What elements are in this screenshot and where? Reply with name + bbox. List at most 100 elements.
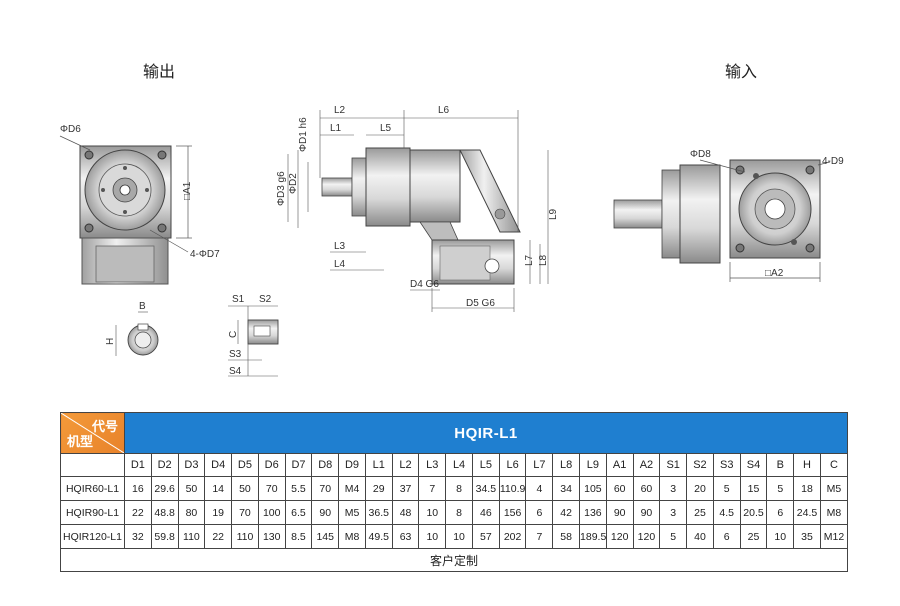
table-cell: 6 bbox=[525, 500, 554, 525]
output-front-view bbox=[59, 135, 192, 285]
model-name-cell: HQIR120-L1 bbox=[60, 524, 125, 549]
output-heading: 输出 bbox=[143, 62, 176, 81]
column-header-l1: L1 bbox=[364, 453, 393, 477]
table-cell: 36.5 bbox=[364, 500, 393, 525]
input-heading: 输入 bbox=[725, 62, 758, 81]
label-s3: S3 bbox=[229, 349, 242, 360]
table-cell: 5 bbox=[712, 476, 741, 501]
table-cell: 29 bbox=[364, 476, 393, 501]
table-cell: 20 bbox=[686, 476, 714, 501]
label-d9: 4-D9 bbox=[822, 156, 844, 167]
column-header-blank bbox=[60, 453, 125, 477]
table-cell: 15 bbox=[739, 476, 768, 501]
table-cell: 40 bbox=[686, 524, 714, 549]
label-l2: L2 bbox=[334, 105, 346, 116]
column-header-s2: S2 bbox=[686, 453, 714, 477]
table-cell: 70 bbox=[231, 500, 259, 525]
table-cell: M5 bbox=[819, 476, 849, 501]
column-header-d4: D4 bbox=[204, 453, 233, 477]
label-l3: L3 bbox=[334, 241, 346, 252]
corner-code-label: 代号 bbox=[91, 419, 118, 434]
table-cell: 70 bbox=[311, 476, 340, 501]
table-cell: 6 bbox=[766, 500, 795, 525]
column-header-d1: D1 bbox=[124, 453, 152, 477]
column-header-l5: L5 bbox=[471, 453, 500, 477]
custom-order-note: 客户定制 bbox=[59, 548, 849, 572]
column-header-l3: L3 bbox=[418, 453, 447, 477]
table-cell: 80 bbox=[177, 500, 206, 525]
column-header-l6: L6 bbox=[498, 453, 527, 477]
label-d8: ΦD8 bbox=[690, 149, 711, 160]
table-cell: 100 bbox=[257, 500, 286, 525]
table-cell: 7 bbox=[525, 524, 554, 549]
label-l1: L1 bbox=[330, 123, 342, 134]
column-header-l8: L8 bbox=[552, 453, 581, 477]
table-cell: 105 bbox=[579, 476, 607, 501]
table-cell: 48 bbox=[391, 500, 420, 525]
table-cell: 29.6 bbox=[150, 476, 179, 501]
table-footer-row: 客户定制 bbox=[59, 548, 849, 572]
column-header-h: H bbox=[793, 453, 821, 477]
label-d1: ΦD1 h6 bbox=[298, 117, 309, 152]
keyway-detail bbox=[115, 311, 159, 356]
table-cell: 32 bbox=[124, 524, 152, 549]
table-cell: 24.5 bbox=[793, 500, 821, 525]
column-header-d9: D9 bbox=[338, 453, 366, 477]
table-cell: 7 bbox=[418, 476, 447, 501]
table-cell: M12 bbox=[819, 524, 849, 549]
column-header-d7: D7 bbox=[284, 453, 313, 477]
column-header-l2: L2 bbox=[391, 453, 420, 477]
table-cell: 14 bbox=[204, 476, 233, 501]
table-cell: 90 bbox=[605, 500, 634, 525]
table-cell: 3 bbox=[659, 476, 688, 501]
label-b: B bbox=[139, 301, 146, 312]
table-cell: 145 bbox=[311, 524, 340, 549]
label-d2: ΦD2 bbox=[288, 173, 299, 194]
label-l4: L4 bbox=[334, 259, 346, 270]
table-cell: 22 bbox=[204, 524, 233, 549]
table-cell: M8 bbox=[819, 500, 849, 525]
table-cell: 90 bbox=[632, 500, 661, 525]
table-cell: 5 bbox=[766, 476, 795, 501]
label-l5: L5 bbox=[380, 123, 392, 134]
label-d7: 4-ΦD7 bbox=[190, 249, 220, 260]
table-cell: 8 bbox=[445, 500, 473, 525]
side-view bbox=[287, 110, 549, 312]
label-d6: ΦD6 bbox=[60, 124, 81, 135]
table-cell: 110.9 bbox=[498, 476, 527, 501]
table-cell: 63 bbox=[391, 524, 420, 549]
column-header-d8: D8 bbox=[311, 453, 340, 477]
column-header-a2: A2 bbox=[632, 453, 661, 477]
label-c: C bbox=[228, 331, 239, 338]
label-l6: L6 bbox=[438, 105, 450, 116]
table-cell: 34 bbox=[552, 476, 581, 501]
technical-drawing: ΦD6 □A1 4-ΦD7 L2 L6 L1 L5 bbox=[59, 105, 844, 377]
column-header-d3: D3 bbox=[177, 453, 206, 477]
column-header-a1: A1 bbox=[605, 453, 634, 477]
column-header-s3: S3 bbox=[712, 453, 741, 477]
table-cell: 10 bbox=[418, 524, 447, 549]
table-cell: 60 bbox=[605, 476, 634, 501]
table-cell: 70 bbox=[257, 476, 286, 501]
label-l7: L7 bbox=[524, 254, 535, 266]
table-cell: 8 bbox=[445, 476, 473, 501]
table-cell: 35 bbox=[793, 524, 821, 549]
table-cell: 110 bbox=[177, 524, 206, 549]
table-cell: 6.5 bbox=[284, 500, 313, 525]
table-cell: 18 bbox=[793, 476, 821, 501]
table-cell: 19 bbox=[204, 500, 233, 525]
model-series-title: HQIR-L1 bbox=[123, 412, 849, 454]
column-header-l7: L7 bbox=[525, 453, 554, 477]
label-s4: S4 bbox=[229, 366, 242, 377]
table-cell: 25 bbox=[739, 524, 768, 549]
table-cell: 6 bbox=[712, 524, 741, 549]
table-cell: 136 bbox=[579, 500, 607, 525]
column-header-d5: D5 bbox=[231, 453, 259, 477]
table-cell: 49.5 bbox=[364, 524, 393, 549]
